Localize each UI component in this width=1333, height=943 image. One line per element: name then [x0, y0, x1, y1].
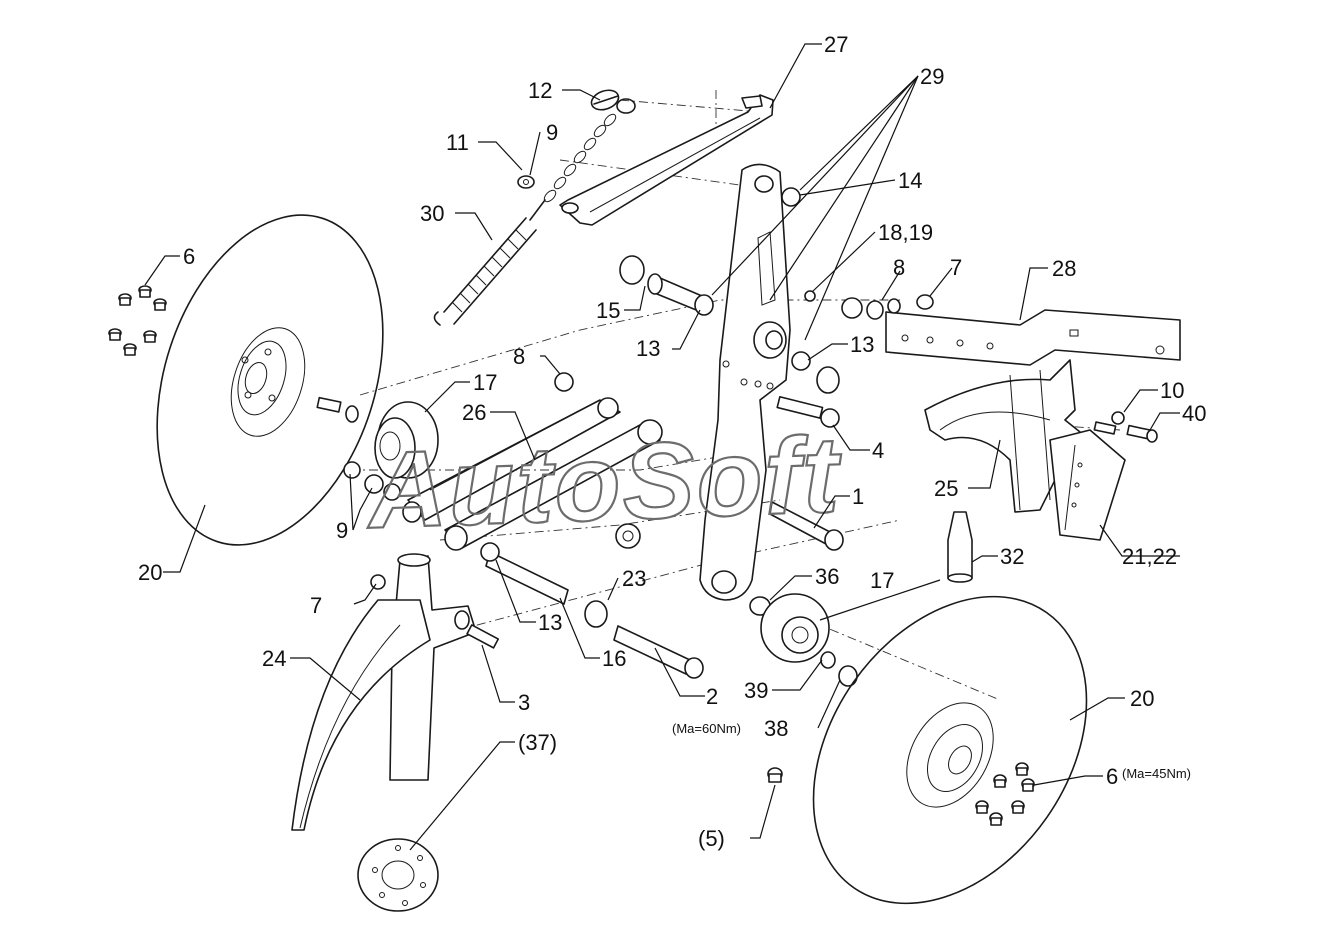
- label-1: 1: [852, 484, 864, 509]
- label-20-left: 20: [138, 560, 162, 585]
- label-38-torque: (Ma=60Nm): [672, 721, 741, 736]
- shank-part-24: [291, 553, 477, 831]
- label-25: 25: [934, 476, 958, 501]
- label-9-top: 9: [546, 120, 558, 145]
- parallel-link-part-26: [402, 397, 663, 551]
- label-17-right: 17: [870, 568, 894, 593]
- label-8-mid: 8: [513, 344, 525, 369]
- bolt-group-part-6-left: [108, 285, 167, 356]
- label-11: 11: [446, 130, 469, 155]
- o-ring-part-15: [619, 255, 645, 285]
- label-7-left: 7: [310, 593, 322, 618]
- label-14: 14: [898, 168, 922, 193]
- label-16: 16: [602, 646, 626, 671]
- label-24: 24: [262, 646, 286, 671]
- label-17-left: 17: [473, 370, 497, 395]
- bolt-part-5: [767, 767, 783, 783]
- label-10: 10: [1160, 378, 1184, 403]
- washer-part-10: [1093, 411, 1125, 435]
- watermark-text: AutoSoft: [363, 413, 844, 551]
- nut-part-8-mid: [554, 372, 574, 392]
- arm-bracket: [699, 163, 791, 601]
- callout-labels: 27 29 12 11 9 30 14 18,19 8 7 28 6 15 13…: [138, 32, 1206, 851]
- label-3: 3: [518, 690, 530, 715]
- hub-part-17-left: [343, 401, 439, 501]
- label-38: 38: [764, 716, 788, 741]
- label-36: 36: [815, 564, 839, 589]
- label-39: 39: [744, 678, 768, 703]
- label-13-upper: 13: [636, 336, 660, 361]
- label-5: (5): [698, 826, 725, 851]
- gasket-part-37: [357, 838, 439, 912]
- label-26: 26: [462, 400, 486, 425]
- o-ring-part-mid: [816, 366, 840, 394]
- o-ring-part-23: [584, 600, 608, 628]
- bolt-part-4: [776, 396, 840, 428]
- label-7-top: 7: [950, 255, 962, 280]
- label-21-22: 21,22: [1122, 544, 1177, 569]
- label-12: 12: [528, 78, 552, 103]
- scraper-blade-part-21-22: [1049, 429, 1126, 541]
- label-6-left: 6: [183, 244, 195, 269]
- label-15: 15: [596, 298, 620, 323]
- label-9-left: 9: [336, 518, 348, 543]
- tip-part-32: [947, 511, 973, 583]
- tension-spring-part-30: [433, 199, 546, 326]
- label-18-19: 18,19: [878, 220, 933, 245]
- bolt-part-2: [613, 625, 704, 679]
- label-4: 4: [872, 438, 884, 463]
- pin-part-18-19: [804, 290, 816, 302]
- label-32: 32: [1000, 544, 1024, 569]
- bolt-part-3: [466, 624, 500, 649]
- label-40: 40: [1182, 401, 1206, 426]
- chain: [543, 98, 636, 203]
- label-23: 23: [622, 566, 646, 591]
- label-28: 28: [1052, 256, 1076, 281]
- label-6-right-torque: (Ma=45Nm): [1122, 766, 1191, 781]
- label-20-right: 20: [1130, 686, 1154, 711]
- bolt-group-part-6-right: [975, 762, 1035, 826]
- nut-part-9-top: [517, 175, 535, 189]
- label-6-right: 6: [1106, 764, 1118, 789]
- lever-part-27: [559, 94, 774, 226]
- shackle-part-12: [590, 89, 620, 111]
- bushing-part-14: [781, 187, 801, 207]
- label-37: (37): [518, 730, 557, 755]
- left-disc-part-20: [156, 214, 384, 546]
- bracket-part-28: [841, 294, 1181, 366]
- label-8-top: 8: [893, 255, 905, 280]
- bolt-part-40: [1126, 424, 1158, 443]
- label-13-mid: 13: [850, 332, 874, 357]
- bushing-part-13-upper: [647, 273, 714, 316]
- right-disc-part-20: [812, 595, 1088, 905]
- bushing-part-13-mid: [791, 351, 811, 371]
- bolt-part-1: [769, 501, 844, 551]
- scraper-part-25: [924, 359, 1091, 513]
- hub-part-17-right: [749, 593, 858, 687]
- label-2: 2: [706, 684, 718, 709]
- label-29: 29: [920, 64, 944, 89]
- washer-center: [615, 523, 641, 549]
- label-13-lower: 13: [538, 610, 562, 635]
- hub-bolt-left: [316, 396, 359, 423]
- leader-lines: [144, 43, 1180, 851]
- sleeve-part-16: [480, 542, 569, 605]
- label-27: 27: [824, 32, 848, 57]
- label-30: 30: [420, 201, 444, 226]
